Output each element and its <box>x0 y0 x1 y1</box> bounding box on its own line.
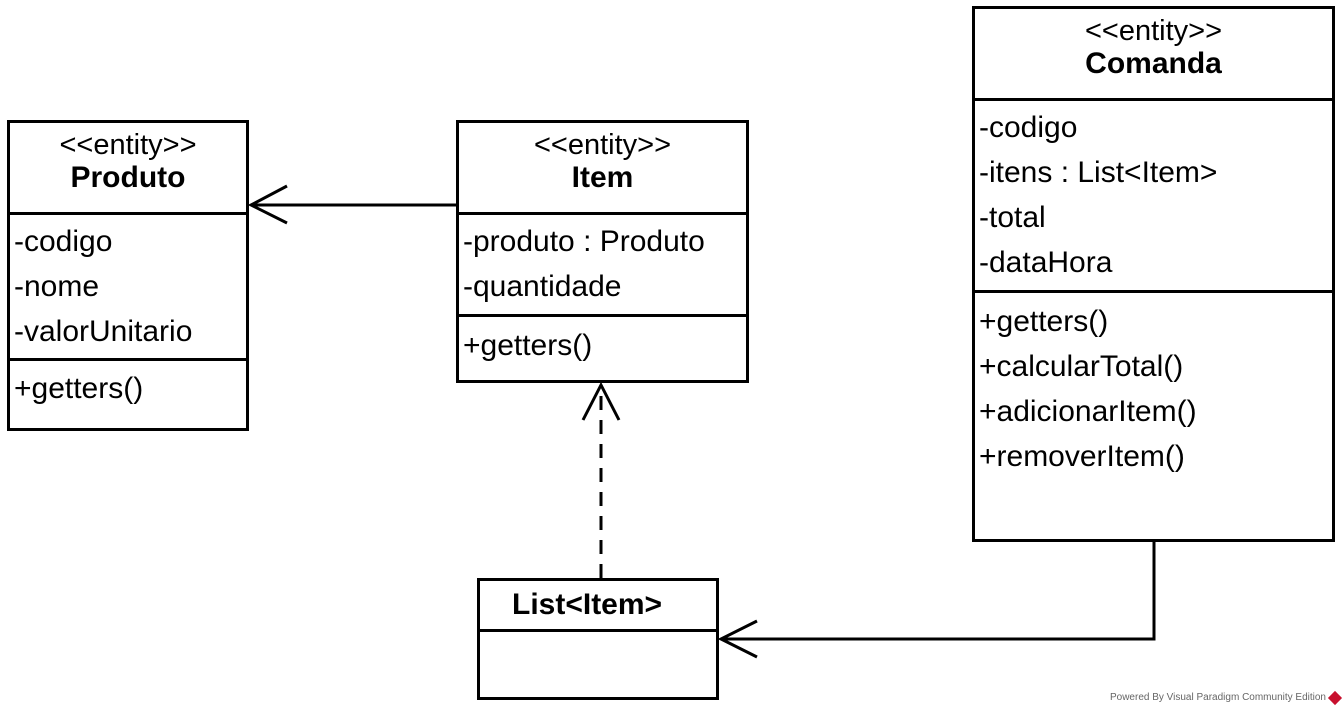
stereotype-label: <<entity>> <box>1084 15 1223 47</box>
operation: +calcularTotal() <box>979 350 1184 383</box>
dependency-list-item[interactable] <box>581 381 621 578</box>
class-comanda[interactable]: <<entity>> Comanda -codigo -itens : List… <box>972 6 1335 542</box>
class-name: Comanda <box>1085 47 1222 80</box>
operation: +adicionarItem() <box>979 395 1197 428</box>
attribute: -itens : List<Item> <box>979 156 1218 189</box>
attribute: -quantidade <box>463 270 622 303</box>
operations-compartment: +getters() <box>459 317 746 368</box>
visual-paradigm-logo-icon <box>1327 690 1343 705</box>
association-comanda-list[interactable] <box>717 542 1156 659</box>
class-item[interactable]: <<entity>> Item -produto : Produto -quan… <box>456 120 749 383</box>
powered-by-footer: Powered By⁠ Visual Paradigm Community Ed… <box>1109 690 1343 705</box>
operation: +removerItem() <box>979 440 1185 473</box>
attribute: -nome <box>14 270 100 303</box>
association-item-produto[interactable] <box>247 184 456 225</box>
operation: +getters() <box>463 329 593 362</box>
class-header: <<entity>> Produto <box>10 123 246 215</box>
attribute: -codigo <box>979 111 1078 144</box>
stereotype-label: <<entity>> <box>533 129 672 161</box>
attributes-compartment: -codigo -nome -valorUnitario <box>10 215 246 361</box>
operation: +getters() <box>14 372 144 405</box>
attribute: -dataHora <box>979 246 1113 279</box>
class-name: Item <box>571 161 634 194</box>
attribute: -codigo <box>14 225 113 258</box>
class-header: List<Item> <box>480 581 716 632</box>
attribute: -valorUnitario <box>14 315 193 348</box>
class-header: <<entity>> Item <box>459 123 746 215</box>
attribute: -produto : Produto <box>463 225 705 258</box>
footer-text: Powered By⁠ Visual Paradigm Community Ed… <box>1109 692 1326 703</box>
operations-compartment: +getters() +calcularTotal() +adicionarIt… <box>975 293 1332 479</box>
class-list-item[interactable]: List<Item> <box>477 578 719 700</box>
class-produto[interactable]: <<entity>> Produto -codigo -nome -valorU… <box>7 120 249 431</box>
attributes-compartment: -produto : Produto -quantidade <box>459 215 746 317</box>
attribute: -total <box>979 201 1046 234</box>
class-name: List<Item> <box>512 588 663 621</box>
operation: +getters() <box>979 305 1109 338</box>
class-header: <<entity>> Comanda <box>975 9 1332 101</box>
class-name: Produto <box>70 161 186 194</box>
operations-compartment: +getters() <box>10 361 246 411</box>
attributes-compartment: -codigo -itens : List<Item> -total -data… <box>975 101 1332 293</box>
stereotype-label: <<entity>> <box>59 129 197 161</box>
